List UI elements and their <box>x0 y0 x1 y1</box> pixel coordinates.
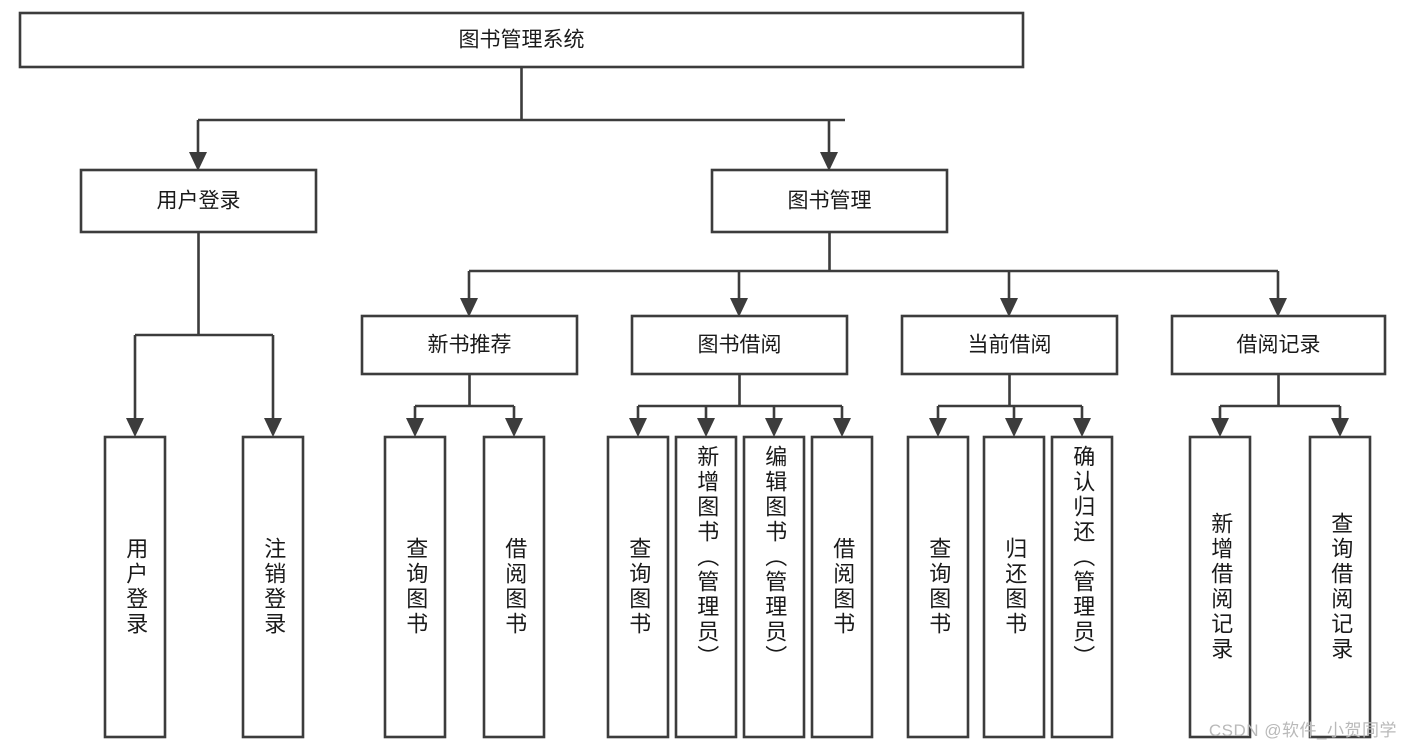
connector-newbook-to-leaves <box>406 374 523 437</box>
node-leaf-add-borrow-record-box[interactable] <box>1188 435 1252 739</box>
arrowhead-leaf-logout <box>264 418 282 437</box>
node-leaf-logout-label: 注销登录 <box>261 537 287 637</box>
node-root-label: 图书管理系统 <box>459 29 585 52</box>
arrowhead-leaf-edit-book-admin <box>765 418 783 437</box>
node-leaf-query-book-rec-label: 查询图书 <box>403 537 429 637</box>
node-user-login-box[interactable] <box>79 168 318 234</box>
node-leaf-borrow-book-label: 借阅图书 <box>830 537 856 637</box>
node-leaf-add-book-admin-label: 新增图书（管理员） <box>694 445 720 670</box>
connector-bookborrow-to-leaves <box>629 374 851 437</box>
arrowhead-leaf-query-borrow-record <box>1331 418 1349 437</box>
arrowhead-leaf-confirm-return-admin <box>1073 418 1091 437</box>
node-leaf-borrow-book-rec-box[interactable] <box>482 435 546 739</box>
arrowhead-new-book-recommend <box>460 298 478 317</box>
connector-bookmgmt-to-level3 <box>460 232 1287 317</box>
arrowhead-leaf-query-book-current <box>929 418 947 437</box>
node-leaf-query-book-rec-box[interactable] <box>383 435 447 739</box>
node-leaf-confirm-return-admin-label: 确认归还（管理员） <box>1070 445 1096 670</box>
node-book-borrow-box[interactable] <box>630 314 849 376</box>
node-leaf-borrow-book-rec-label: 借阅图书 <box>502 537 528 637</box>
node-leaf-return-book-box[interactable] <box>982 435 1046 739</box>
node-new-book-recommend-box[interactable] <box>360 314 579 376</box>
arrowhead-current-borrow <box>1000 298 1018 317</box>
arrowhead-borrow-records <box>1269 298 1287 317</box>
arrowhead-leaf-borrow-book <box>833 418 851 437</box>
node-leaf-query-book-current-label: 查询图书 <box>926 537 952 637</box>
node-book-management-box[interactable] <box>710 168 949 234</box>
arrowhead-leaf-return-book <box>1005 418 1023 437</box>
arrowhead-leaf-user-login <box>126 418 144 437</box>
node-new-book-recommend-label: 新书推荐 <box>428 334 512 357</box>
arrowhead-leaf-add-book-admin <box>697 418 715 437</box>
node-leaf-add-borrow-record-label: 新增借阅记录 <box>1208 512 1234 662</box>
connector-currentborrow-to-leaves <box>929 374 1091 437</box>
node-leaf-edit-book-admin-label: 编辑图书（管理员） <box>762 445 788 670</box>
node-leaf-confirm-return-admin-box[interactable] <box>1050 435 1114 739</box>
node-book-borrow-label: 图书借阅 <box>698 334 782 357</box>
node-leaf-user-login-label: 用户登录 <box>123 537 149 637</box>
node-leaf-return-book-label: 归还图书 <box>1002 537 1028 637</box>
node-current-borrow-box[interactable] <box>900 314 1119 376</box>
arrowhead-book-management <box>820 152 838 171</box>
node-leaf-query-borrow-record-label: 查询借阅记录 <box>1328 512 1354 662</box>
node-root-box[interactable] <box>18 11 1025 69</box>
csdn-watermark: CSDN @软件_小贺同学 <box>1208 721 1397 740</box>
node-leaf-logout-box[interactable] <box>241 435 305 739</box>
node-current-borrow-label: 当前借阅 <box>968 334 1052 357</box>
node-leaf-add-book-admin-box[interactable] <box>674 435 738 739</box>
connector-userlogin-to-leaves <box>126 232 282 437</box>
connector-borrowrecords-to-leaves <box>1211 374 1349 437</box>
node-borrow-records-label: 借阅记录 <box>1237 334 1321 357</box>
node-leaf-user-login-box[interactable] <box>103 435 167 739</box>
arrowhead-book-borrow <box>730 298 748 317</box>
arrowhead-leaf-query-book-rec <box>406 418 424 437</box>
connector-root-to-level2 <box>189 67 845 171</box>
node-borrow-records-box[interactable] <box>1170 314 1387 376</box>
node-user-login-label: 用户登录 <box>157 190 241 213</box>
arrowhead-leaf-query-book-borrow <box>629 418 647 437</box>
arrowhead-user-login <box>189 152 207 171</box>
node-leaf-borrow-book-box[interactable] <box>810 435 874 739</box>
node-leaf-query-borrow-record-box[interactable] <box>1308 435 1372 739</box>
node-leaf-query-book-current-box[interactable] <box>906 435 970 739</box>
arrowhead-leaf-add-borrow-record <box>1211 418 1229 437</box>
node-leaf-edit-book-admin-box[interactable] <box>742 435 806 739</box>
node-leaf-query-book-borrow-box[interactable] <box>606 435 670 739</box>
node-leaf-query-book-borrow-label: 查询图书 <box>626 537 652 637</box>
node-book-management-label: 图书管理 <box>788 190 872 213</box>
arrowhead-leaf-borrow-book-rec <box>505 418 523 437</box>
